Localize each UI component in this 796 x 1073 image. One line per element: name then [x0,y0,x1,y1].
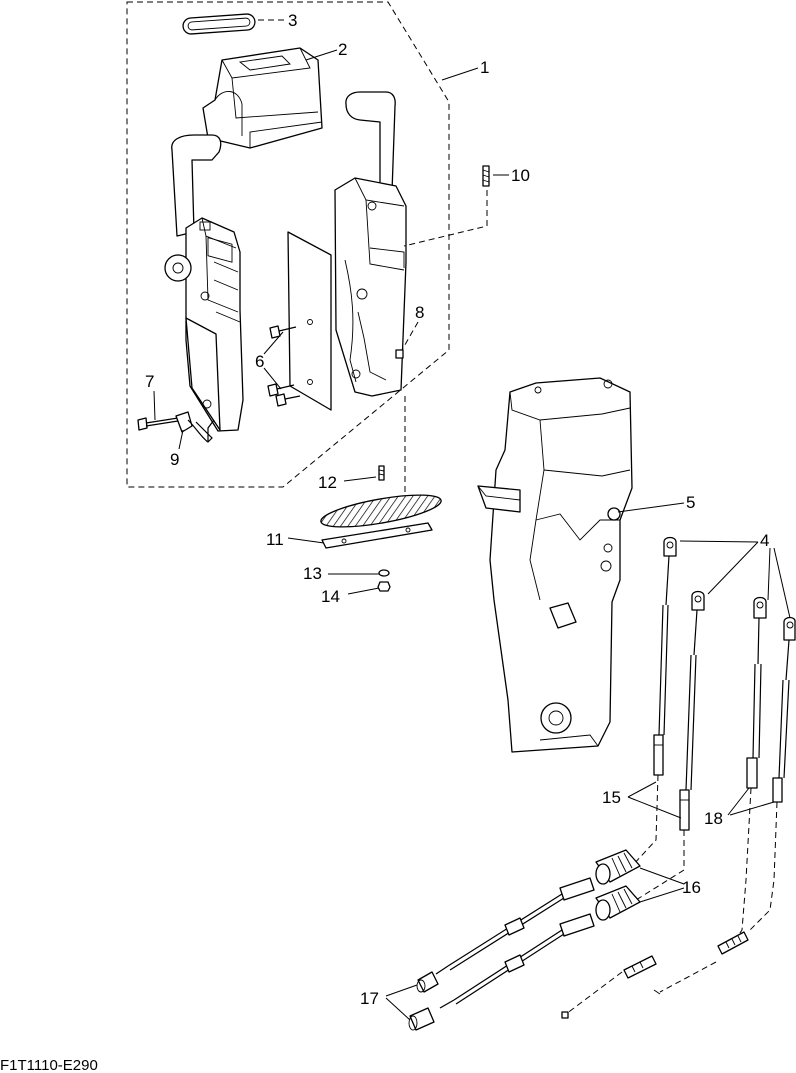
main-housing [477,377,633,753]
callout-16: 16 [682,878,701,897]
plate-hole [307,379,313,385]
part-3-seal [182,13,256,35]
callout-3: 3 [288,11,297,30]
route-18b [747,801,778,933]
part-10-pin [482,165,490,187]
callout-7: 7 [145,372,154,391]
callout-15: 15 [602,788,621,807]
align-line-8 [401,321,419,351]
gasket-plate [287,231,332,411]
callout-8: 8 [415,303,424,322]
route-18d [659,961,717,993]
callout-12: 12 [318,473,337,492]
part-11-bar [321,522,433,549]
callout-5: 5 [686,493,695,512]
cable-15-right [679,590,705,831]
plate-hole [307,319,313,325]
cable-lower-lower [439,913,595,1009]
part-14-nut [377,581,391,592]
route-18-fittings [561,931,749,1019]
part-17-ends [408,971,439,1031]
callout-13: 13 [303,564,322,583]
route-15a [631,774,659,867]
callout-1: 1 [480,58,489,77]
part-7-bolt [137,417,179,431]
cable-lower-upper [435,877,595,975]
callout-14: 14 [321,587,340,606]
callout-10: 10 [511,166,530,185]
part-13-washer [378,569,390,577]
right-control-unit [334,91,407,397]
route-15b [635,830,685,901]
hatched-gasket [320,494,442,528]
callout-18: 18 [704,809,723,828]
leader-lines [153,19,791,1021]
align-line-10 [403,190,488,247]
part-16-connector-lower [595,885,641,921]
part-12-screw [378,465,385,481]
part-6-screws [267,325,301,407]
part-9-bracket [175,411,215,443]
part-2-cover [202,47,323,149]
assembly-boundary [126,1,450,488]
part-16-connector-upper [595,849,641,885]
route-18c [565,971,623,1015]
part-8-nut [395,349,404,359]
cable-15-left [653,536,677,776]
cable-18-left [746,596,767,789]
figure-code: F1T1110-E290 [0,1057,98,1073]
left-control-unit [164,134,244,432]
callout-17: 17 [360,989,379,1008]
cable-18-right [772,616,796,803]
callout-6: 6 [255,352,264,371]
callout-9: 9 [170,450,179,469]
callout-4: 4 [760,531,769,550]
callout-2: 2 [338,40,347,59]
callout-11: 11 [266,530,284,549]
